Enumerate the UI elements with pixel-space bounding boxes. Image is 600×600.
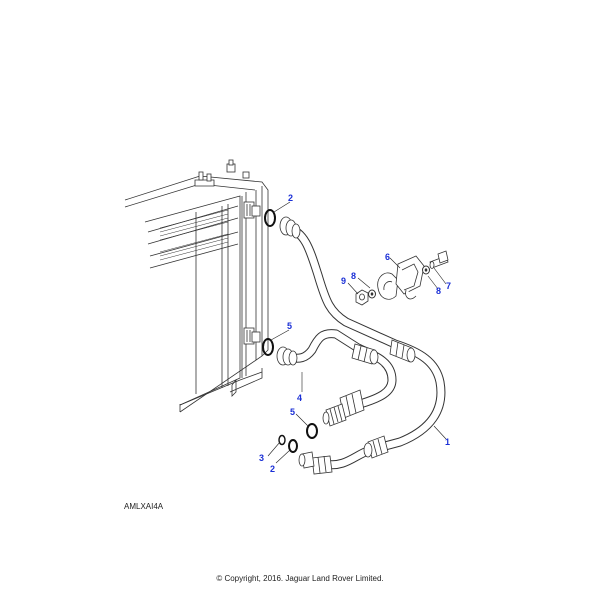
- hose-ferrule-middle: [351, 343, 379, 365]
- callout-9: 9: [341, 276, 346, 286]
- hose-ferrule-upper: [389, 339, 416, 363]
- pipe-clip: [377, 272, 399, 300]
- diagram-reference-code: AMLXAI4A: [124, 502, 164, 511]
- hose-ferrule-lower: [363, 435, 389, 459]
- callout-5-lower: 5: [290, 407, 295, 417]
- callout-7: 7: [446, 281, 451, 291]
- radiator-upper-port: [243, 201, 261, 219]
- pipe-upper-radiator-fitting: [279, 216, 301, 239]
- nut: [355, 289, 369, 306]
- washer-right: [422, 265, 430, 275]
- o-ring-lower: [262, 338, 274, 356]
- washer-left: [368, 289, 376, 299]
- bolt: [429, 250, 449, 269]
- leader-lines: [267, 201, 447, 464]
- hose-end-fitting: [298, 451, 333, 475]
- filler-cap: [194, 159, 250, 187]
- callout-8-left: 8: [351, 271, 356, 281]
- o-ring-connector: [306, 423, 318, 439]
- callout-2-lower: 2: [270, 464, 275, 474]
- pipe-lower-radiator-fitting: [276, 346, 298, 366]
- callout-8-right: 8: [436, 286, 441, 296]
- copyright-notice: © Copyright, 2016. Jaguar Land Rover Lim…: [216, 574, 384, 583]
- pipe-connector-fitting: [322, 389, 365, 427]
- callout-3: 3: [259, 453, 264, 463]
- callout-1: 1: [445, 437, 450, 447]
- callout-2-upper: 2: [288, 193, 293, 203]
- pipe-bracket: [395, 255, 425, 300]
- oil-cooler-pipe-lower: [281, 329, 397, 409]
- callout-5-upper: 5: [287, 321, 292, 331]
- o-ring-end-small: [278, 434, 286, 446]
- radiator: [124, 175, 269, 413]
- o-ring-end-large: [288, 439, 298, 453]
- callout-4: 4: [297, 393, 302, 403]
- radiator-lower-port: [243, 327, 261, 345]
- o-ring-upper: [264, 209, 276, 227]
- callout-6: 6: [385, 252, 390, 262]
